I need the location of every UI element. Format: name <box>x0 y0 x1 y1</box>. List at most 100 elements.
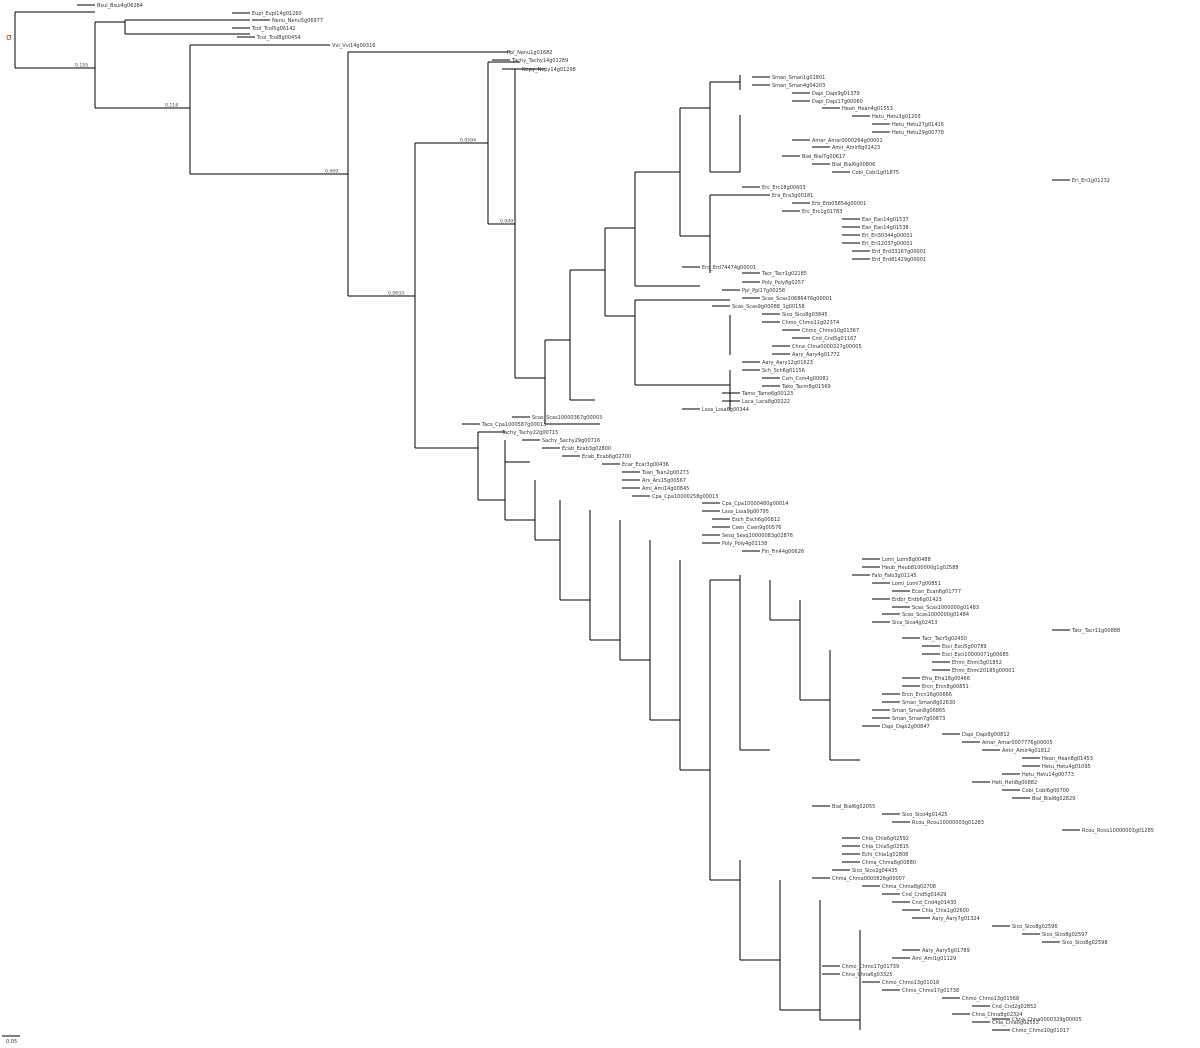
tip-label: Ean_Ean14g01537 <box>862 217 909 223</box>
tip-label: Sesq_Sesq10000083g02876 <box>722 533 793 539</box>
tip-label: Chla_Chla1g02600 <box>922 908 969 914</box>
tip-label: Tacr_Tacr1g02185 <box>761 271 807 277</box>
tip-label: Hetu_Hetu3g01203 <box>872 114 921 120</box>
tip-label: Hean_Hean8g01453 <box>1042 756 1093 762</box>
tip-label: Hetu_Hetu29g00778 <box>892 130 944 136</box>
tip-label: Ars_Ars15g00567 <box>642 478 686 484</box>
tip-label: Ami_Ami1g01129 <box>912 956 956 962</box>
tip-label: Tsan_Tsan2g00273 <box>641 470 689 476</box>
tip-label: Chla_Chla6g02592 <box>862 836 909 842</box>
tip-label: Tako_Tacm8g01569 <box>781 384 831 390</box>
tip-label: Dapi_Dapi9g01379 <box>812 91 860 97</box>
tip-label: Erb_Erb05854g00001 <box>812 201 866 207</box>
tip-label: Aary_Aary7g01324 <box>932 916 980 922</box>
tip-label: Chmo_Chmo17g01738 <box>902 988 959 994</box>
tip-label: Bial_Bial6g00806 <box>832 162 875 168</box>
tip-label: Chna_Chna0000329g00005 <box>1012 1017 1082 1023</box>
tip-label: Chmo_Chmo13g01568 <box>962 996 1019 1002</box>
tip-label: Vvi_Vvi14g00316 <box>332 43 375 49</box>
tip-label: Scas_Scas10686476g00001 <box>762 296 832 302</box>
tip-label: Efra_Efra18g00466 <box>922 676 970 682</box>
tip-label: Echi_Chla1g02808 <box>862 852 908 858</box>
tip-label: Nenu_Nenu5g06977 <box>272 18 323 24</box>
tip-label: Ehmi_Ehmi3g01852 <box>952 660 1002 666</box>
tip-label: Hetu_Hetu27g01416 <box>892 122 944 128</box>
branch-support-value: 0.0594 <box>460 138 476 144</box>
tip-label: Lssa_Lssa6g00344 <box>702 407 749 413</box>
tip-label: Lomi_Lomi7g00851 <box>892 581 941 587</box>
tip-label: Scas_Scas1000000g01484 <box>902 612 969 618</box>
tip-label: Chma_Chma8g00880 <box>862 860 916 866</box>
tip-label: Cnd_Cnd5g01429 <box>902 892 946 898</box>
tip-label: Chla_Chla5g02815 <box>862 844 909 850</box>
tip-label: Cnd_Cnd2g02852 <box>992 1004 1036 1010</box>
tip-label: Sico_Sico8g02598 <box>1062 940 1108 946</box>
tip-label: Era_Era3g00181 <box>772 193 813 199</box>
tip-label: Esch_Esch6g00812 <box>732 517 780 523</box>
tip-label: Sman_Sman1g01801 <box>772 75 825 81</box>
tip-labels: Bsui_Bsui4g06284Eupl_Eupl14g01260Nenu_Ne… <box>97 3 1154 1034</box>
tip-label: Amar_Amar0007776g00005 <box>982 740 1053 746</box>
tip-label: Ecar_Ecar3g00436 <box>622 462 669 468</box>
tip-label: Hetu_Hetu14g00773 <box>1022 772 1074 778</box>
tip-label: Aary_Aary12g01623 <box>762 360 813 366</box>
tip-label: Cpa_Cpa10000480g00014 <box>722 501 789 507</box>
tip-label: Erd_Erd33167g00001 <box>872 249 926 255</box>
branch-support-value: 0.069 <box>325 169 338 175</box>
scale-bar-label: 0.05 <box>6 1039 17 1045</box>
tip-label: Sch_Sch6g01156 <box>762 368 805 374</box>
tip-label: Lssa_Lssa9g00795 <box>722 509 769 515</box>
tip-label: Laca_Laca8g00222 <box>742 399 790 405</box>
tip-label: Poly_Poly8g0257 <box>762 280 804 286</box>
tip-label: Dapi_Dapi17g00060 <box>812 99 863 105</box>
tip-label: Sico_Sico2g04435 <box>852 868 898 874</box>
tip-label: Chmo_Chmo11g02374 <box>782 320 839 326</box>
tip-label: Ercn_Ercn16g00666 <box>902 692 952 698</box>
tip-label: Ppl_Ppl17g00258 <box>742 288 785 294</box>
tip-label: Sico_Sico4g01425 <box>902 812 948 818</box>
tip-label: Esci_Esci10000071g00685 <box>942 652 1009 658</box>
tip-label: Bsui_Bsui4g06284 <box>97 3 143 9</box>
tip-label: Aary_Aary4g01772 <box>792 352 840 358</box>
tip-label: Chmo_Chmo10g01367 <box>802 328 859 334</box>
tip-label: Rcou_Rcou10000003g01283 <box>912 820 984 826</box>
tip-label: Eri_Eri1g01232 <box>1072 178 1110 184</box>
tip-label: Chla_Chla6g02553 <box>992 1020 1039 1026</box>
tip-label: Hean_Hean4g01553 <box>842 106 893 112</box>
tip-label: Erc_Erc1g01783 <box>802 209 842 215</box>
tip-label: Dapi_Dapi2g00847 <box>882 724 930 730</box>
tip-label: Cobi_Cobi1g01875 <box>852 170 899 176</box>
tip-label: Chma_Chma8g02708 <box>882 884 936 890</box>
tip-label: Heub_Heub8100000g1g02588 <box>882 565 959 571</box>
tip-label: Scas_Scas9g00088_1g00158 <box>732 304 805 310</box>
tip-label: Sman_Sman8g06865 <box>892 708 945 714</box>
tip-label: Tachy_Tachy22g00715 <box>501 430 558 436</box>
tip-label: Rcou_Rcou10000003g01285 <box>1082 828 1154 834</box>
tip-label: Nepy_Nepy14g01298 <box>522 67 576 73</box>
tip-label: Tcol_Tcol8g00454 <box>256 35 301 41</box>
tip-label: Heti_Heti8g00882 <box>992 780 1037 786</box>
tip-label: Tachy_Tachy14g01289 <box>511 58 568 64</box>
tip-label: Tacr_Tacr11g00888 <box>1071 628 1120 634</box>
tip-label: Chma_Chma0000826g00007 <box>832 876 905 882</box>
tip-label: Esci_Esci5g00789 <box>942 644 987 650</box>
tip-label: Sman_Sman7g00873 <box>892 716 945 722</box>
tip-label: Erl_Erl30344g00001 <box>862 233 913 239</box>
tip-label: Erdbr_Erdb6g01423 <box>892 597 942 603</box>
branch-support-value: 0.155 <box>75 63 88 69</box>
tip-label: Aary_Aary5g01789 <box>922 948 970 954</box>
tip-label: Ean_Ean14g01538 <box>862 225 909 231</box>
tip-label: Ami_Ami14g00845 <box>642 486 689 492</box>
tip-label: Erl_Erl12037g00001 <box>862 241 913 247</box>
tip-label: Ehmi_Ehmi20185g00001 <box>952 668 1015 674</box>
tip-label: Tacr_Tacr5g02450 <box>921 636 967 642</box>
tip-label: Chmo_Chmo17g01739 <box>842 964 899 970</box>
tip-label: Poly_Poly4g01138 <box>722 541 767 547</box>
tip-label: Amir_Amir4g01812 <box>1002 748 1050 754</box>
tip-label: Chmo_Chmo13g01018 <box>882 980 939 986</box>
tip-label: Chmo_Chmo10g01017 <box>1012 1028 1069 1034</box>
tip-label: Sman_Sman8g02630 <box>902 700 955 706</box>
tip-label: Scas_Scas10000367g00003 <box>532 415 602 421</box>
scale-bar: 0.05 <box>2 1035 20 1045</box>
tip-label: Ecab_Ecab6g02700 <box>582 454 631 460</box>
